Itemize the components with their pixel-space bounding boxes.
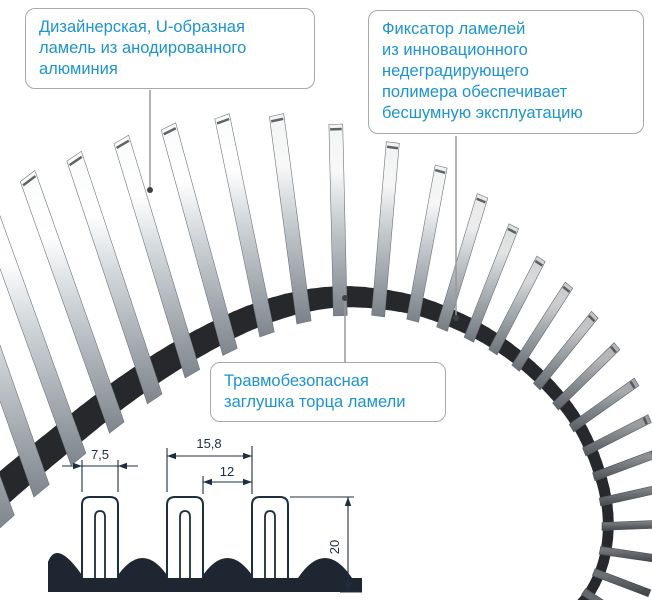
lamella-shade xyxy=(371,141,400,317)
lamella-endcap xyxy=(434,168,446,175)
lamella-shade xyxy=(599,486,652,506)
lamella xyxy=(19,170,125,434)
lamella-endcap xyxy=(588,314,596,323)
lamella-endcap xyxy=(270,117,284,123)
lamella xyxy=(552,342,621,411)
lamella-shade xyxy=(436,193,488,332)
lamella xyxy=(0,475,15,529)
lamella xyxy=(160,122,238,356)
u-profile xyxy=(166,496,204,578)
lamella-shade xyxy=(592,568,651,597)
dim-label-height: 20 xyxy=(327,540,342,554)
leader-dot-fixator xyxy=(453,315,459,321)
lamella-endcap xyxy=(216,117,230,125)
lamella-endcap xyxy=(68,155,83,167)
lamella-shade xyxy=(581,588,604,600)
lamella-shade xyxy=(592,450,652,481)
lamella xyxy=(532,310,599,391)
base-strip xyxy=(48,553,362,592)
u-profile xyxy=(81,496,119,578)
dimension-height xyxy=(290,496,362,593)
u-profile-slot xyxy=(264,510,276,578)
lamella-endcap xyxy=(115,139,130,149)
lamella-endcap xyxy=(476,197,486,204)
dim-label-lamella-width: 7,5 xyxy=(91,447,109,462)
lamella-shade xyxy=(569,378,639,432)
lamella xyxy=(0,214,87,466)
dim-label-pitch: 15,8 xyxy=(196,436,221,451)
lamella xyxy=(328,123,348,317)
lamella xyxy=(214,113,275,338)
lamella-endcap xyxy=(642,417,648,425)
lamella xyxy=(406,164,448,323)
callout-endcap: Травмобезопасная заглушка торца ламели xyxy=(210,362,446,423)
u-profile-slot xyxy=(94,510,106,578)
lamella xyxy=(436,193,489,332)
dimension-pitch xyxy=(166,446,253,494)
dim-label-gap: 12 xyxy=(220,464,234,479)
lamella xyxy=(488,255,546,356)
callout-lamella: Дизайнерская, U-образная ламель из аноди… xyxy=(25,8,315,90)
lamella xyxy=(511,281,574,372)
lamella xyxy=(463,223,519,343)
lamella xyxy=(66,150,163,405)
lamella-shade xyxy=(533,311,599,390)
u-profile-slot xyxy=(179,510,191,578)
lamella-shade xyxy=(464,223,519,343)
leader-lines xyxy=(147,90,459,364)
lamella-endcap xyxy=(534,259,543,267)
lamella xyxy=(568,377,640,433)
lamella-endcap xyxy=(507,227,517,235)
lamella xyxy=(592,450,652,482)
u-profiles xyxy=(81,496,289,578)
cross-section-drawing: 7,5 15,8 12 xyxy=(48,436,362,593)
lamella-shade xyxy=(552,342,620,411)
lamella-shade xyxy=(406,165,448,323)
lamella-endcap xyxy=(562,285,571,293)
lamella-shade xyxy=(601,520,652,531)
lamella xyxy=(582,414,652,457)
lamella-shade xyxy=(269,114,311,324)
lamella-endcap xyxy=(642,588,648,595)
lamella-endcap xyxy=(22,175,37,187)
lamella xyxy=(269,113,312,325)
lamella-shade xyxy=(582,414,652,456)
u-profile xyxy=(251,496,289,578)
leader-dot-endcap xyxy=(342,295,348,301)
dimension-lamella-width xyxy=(62,460,138,492)
lamella-shade xyxy=(599,546,652,562)
lamella-endcap xyxy=(610,345,617,354)
lamella-endcap xyxy=(629,380,636,389)
lamella-shade xyxy=(488,256,546,355)
lamella-endcap xyxy=(163,127,177,136)
callout-fixator: Фиксатор ламелей из инновационного недег… xyxy=(368,10,644,134)
lamellas xyxy=(0,113,652,600)
lamella xyxy=(0,344,50,498)
lamella xyxy=(371,141,400,318)
leader-dot-lamella xyxy=(147,187,153,193)
lamella-endcap xyxy=(386,145,399,150)
dimension-gap xyxy=(202,476,252,494)
lamella xyxy=(113,134,201,379)
lamella-shade xyxy=(511,282,573,372)
